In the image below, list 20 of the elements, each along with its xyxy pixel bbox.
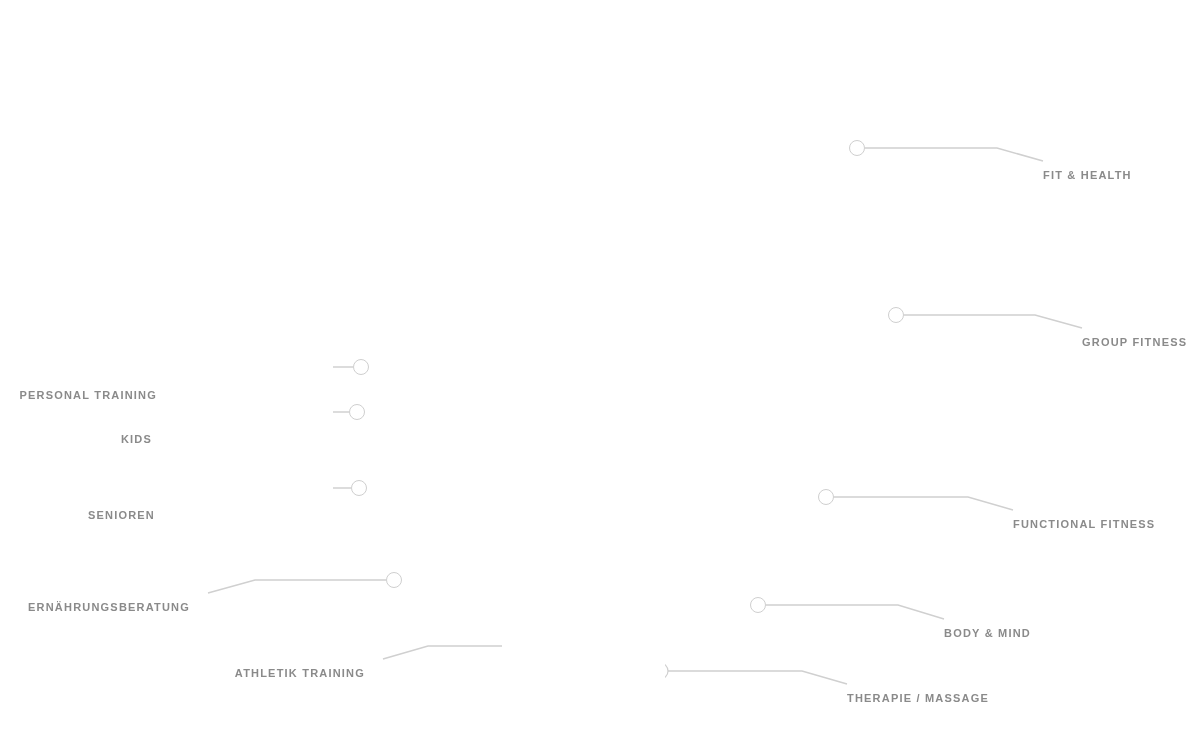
service-label: KIDS bbox=[120, 432, 152, 446]
service-label: BODY & MIND bbox=[944, 626, 1031, 640]
service-label: PERSONAL TRAINING bbox=[19, 388, 157, 402]
leader-line bbox=[864, 147, 1044, 162]
leader-line bbox=[332, 487, 352, 489]
leader-line bbox=[667, 670, 848, 685]
leader-line bbox=[382, 645, 503, 660]
service-label: THERAPIE / MASSAGE bbox=[847, 691, 989, 705]
leader-line bbox=[332, 411, 350, 413]
service-label: FIT & HEALTH bbox=[1043, 168, 1132, 182]
service-label: ATHLETIK TRAINING bbox=[234, 666, 365, 680]
service-label: ERNÄHRUNGSBERATUNG bbox=[28, 600, 190, 614]
leader-line bbox=[765, 604, 945, 620]
service-label: FUNCTIONAL FITNESS bbox=[1013, 517, 1156, 531]
leader-line bbox=[332, 366, 354, 368]
leader-line bbox=[903, 314, 1083, 329]
service-label: GROUP FITNESS bbox=[1082, 335, 1188, 349]
service-label: SENIOREN bbox=[87, 508, 155, 522]
leader-line bbox=[207, 579, 387, 594]
leader-line bbox=[833, 496, 1014, 511]
